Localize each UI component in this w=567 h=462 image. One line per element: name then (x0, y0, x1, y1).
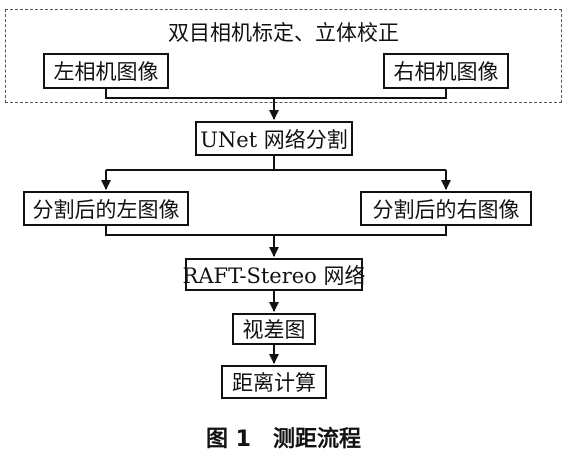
node-right-segmented-image: 分割后的右图像 (360, 191, 532, 226)
node-left-camera-image: 左相机图像 (43, 53, 169, 89)
figure-caption: 图 1 测距流程 (206, 427, 361, 452)
connector-segmented-merge (105, 226, 447, 236)
calibration-group-title: 双目相机标定、立体校正 (168, 21, 399, 45)
node-right-camera-image: 右相机图像 (383, 53, 509, 89)
calibration-group (5, 9, 562, 103)
node-disparity-map: 视差图 (232, 313, 316, 345)
node-raft-stereo: RAFT-Stereo 网络 (183, 258, 366, 291)
node-unet-segmentation: UNet 网络分割 (195, 121, 353, 156)
connector-cameras-merge (105, 89, 447, 99)
node-left-segmented-image: 分割后的左图像 (23, 191, 189, 226)
node-distance-calc: 距离计算 (221, 365, 327, 399)
